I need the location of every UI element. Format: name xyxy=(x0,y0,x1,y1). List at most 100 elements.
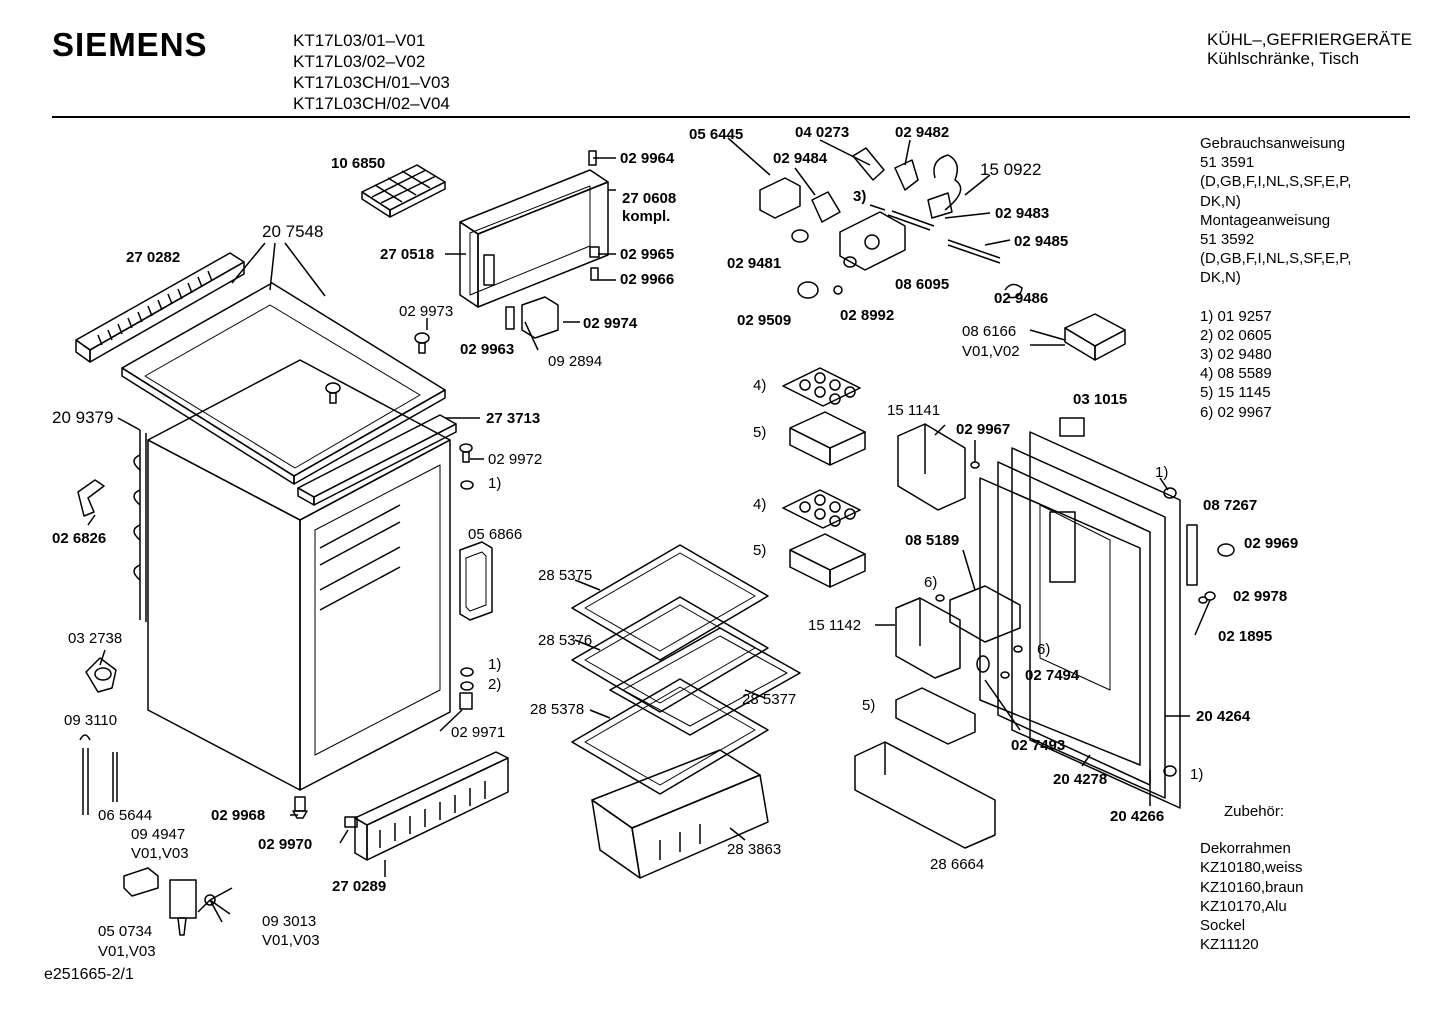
part-label: 02 9486 xyxy=(994,290,1049,307)
part-label: 15 0922 xyxy=(980,160,1042,179)
cover-plate-part xyxy=(459,541,493,621)
part-label: 08 6095 xyxy=(895,276,950,293)
ref-label: 6) xyxy=(924,574,938,591)
leader-lines xyxy=(87,137,1211,877)
accessories-panel: Zubehör: Dekorrahmen KZ10180,weiss KZ101… xyxy=(1200,802,1303,954)
part-label: 02 9973 xyxy=(399,303,454,320)
part-label: 28 5375 xyxy=(538,567,593,584)
part-label: 02 9970 xyxy=(258,836,313,853)
part-label: 28 5378 xyxy=(530,701,585,718)
category-line1: KÜHL–,GEFRIERGERÄTE xyxy=(1207,30,1412,49)
model-line: KT17L03/01–V01 xyxy=(293,31,426,50)
ref-label: 5) xyxy=(753,542,767,559)
part-label: 02 9972 xyxy=(488,451,543,468)
top-plate-part xyxy=(121,282,446,485)
drawing-code: e251665-2/1 xyxy=(44,966,134,983)
footnote: 2) 02 0605 xyxy=(1200,326,1272,344)
ref-label: 5) xyxy=(862,697,876,714)
manual-languages-cont: DK,N) xyxy=(1200,192,1241,210)
part-label: 02 9978 xyxy=(1233,588,1288,605)
part-label: 02 9969 xyxy=(1244,535,1299,552)
part-label: 20 4278 xyxy=(1053,771,1108,788)
kick-plate-part xyxy=(354,751,509,861)
part-label: 08 5189 xyxy=(905,532,960,549)
part-label: 20 4264 xyxy=(1196,708,1251,725)
ref-label: 4) xyxy=(753,377,767,394)
manual-title: Gebrauchsanweisung xyxy=(1200,135,1346,152)
part-label: 05 6866 xyxy=(468,526,523,543)
part-label: 27 0608 xyxy=(622,190,677,207)
door-fasteners xyxy=(935,461,1235,777)
small-fasteners xyxy=(292,150,600,828)
ref-label: 2) xyxy=(488,676,502,693)
ref-label: 5) xyxy=(753,424,767,441)
lamp-cover-part xyxy=(1064,313,1126,361)
part-label: 05 6445 xyxy=(689,126,744,143)
part-label: 02 9484 xyxy=(773,150,828,167)
part-label: 15 1142 xyxy=(808,617,862,634)
accessory-line: KZ11120 xyxy=(1200,936,1259,954)
footnote: 4) 08 5589 xyxy=(1200,365,1272,383)
part-label: 02 8992 xyxy=(840,307,895,324)
electrical-parts xyxy=(123,867,233,936)
thermostat-assembly-part xyxy=(759,147,1023,299)
accessory-line: Dekorrahmen xyxy=(1200,840,1291,858)
part-label: 02 9964 xyxy=(620,150,675,167)
door-assembly-part xyxy=(979,431,1181,809)
part-label: 02 9966 xyxy=(620,271,675,288)
footnote: 1) 01 9257 xyxy=(1200,307,1272,325)
spacer xyxy=(1200,288,1351,307)
part-label: kompl. xyxy=(622,208,671,225)
part-label: 09 2894 xyxy=(548,353,603,370)
install-languages: (D,GB,F,I,NL,S,SF,E,P, xyxy=(1200,250,1352,268)
part-label: 02 9482 xyxy=(895,124,950,141)
thermostat-part xyxy=(79,657,118,815)
part-label: 02 7493 xyxy=(1011,737,1066,754)
brand-logo: SIEMENS xyxy=(52,26,208,63)
egg-trays-part xyxy=(782,367,866,588)
part-label: 28 5377 xyxy=(742,691,797,708)
part-label: 04 0273 xyxy=(795,124,850,141)
part-label: 10 6850 xyxy=(331,155,386,172)
part-label: 09 4947 xyxy=(131,826,186,843)
part-label: 03 1015 xyxy=(1073,391,1128,408)
part-label: 02 9485 xyxy=(1014,233,1069,250)
part-label: 02 9971 xyxy=(451,724,506,741)
model-line: KT17L03CH/01–V03 xyxy=(293,73,450,92)
ref-label: 3) xyxy=(853,188,867,205)
part-label: 27 0282 xyxy=(126,249,181,266)
accessory-line: KZ10180,weiss xyxy=(1200,859,1303,877)
part-label: 02 9509 xyxy=(737,312,792,329)
part-label: 27 3713 xyxy=(486,410,541,427)
ice-tray-part xyxy=(361,164,446,218)
part-label: 02 9965 xyxy=(620,246,675,263)
part-label: 27 0289 xyxy=(332,878,387,895)
part-label: 09 3013 xyxy=(262,913,317,930)
part-label: V01,V03 xyxy=(98,943,156,960)
part-label: 28 3863 xyxy=(727,841,782,858)
ref-label: 1) xyxy=(1190,766,1204,783)
part-label: 02 9967 xyxy=(956,421,1011,438)
hinge-part xyxy=(77,479,105,517)
cabinet-body-part xyxy=(147,359,451,791)
header-divider xyxy=(52,116,1410,118)
part-label: 15 1141 xyxy=(887,402,941,419)
part-label: 08 6166 xyxy=(962,323,1017,340)
install-number: 51 3592 xyxy=(1200,231,1255,249)
manual-languages: (D,GB,F,I,NL,S,SF,E,P, xyxy=(1200,173,1352,191)
accessory-line: KZ10170,Alu xyxy=(1200,897,1287,915)
footnote: 5) 15 1145 xyxy=(1200,384,1271,402)
ref-label: 6) xyxy=(1037,641,1051,658)
part-label: V01,V03 xyxy=(131,845,189,862)
category-title: KÜHL–,GEFRIERGERÄTE Kühlschränke, Tisch xyxy=(1207,30,1412,68)
model-line: KT17L03/02–V02 xyxy=(293,52,426,71)
crisper-drawer-part xyxy=(591,749,769,879)
rail-part xyxy=(297,414,457,506)
install-languages-cont: DK,N) xyxy=(1200,269,1241,287)
model-line: KT17L03CH/02–V04 xyxy=(293,94,450,113)
part-label: 02 9968 xyxy=(211,807,266,824)
part-label: 02 9974 xyxy=(583,315,638,332)
footnote: 6) 02 9967 xyxy=(1200,403,1272,421)
shelves-part xyxy=(571,544,801,795)
